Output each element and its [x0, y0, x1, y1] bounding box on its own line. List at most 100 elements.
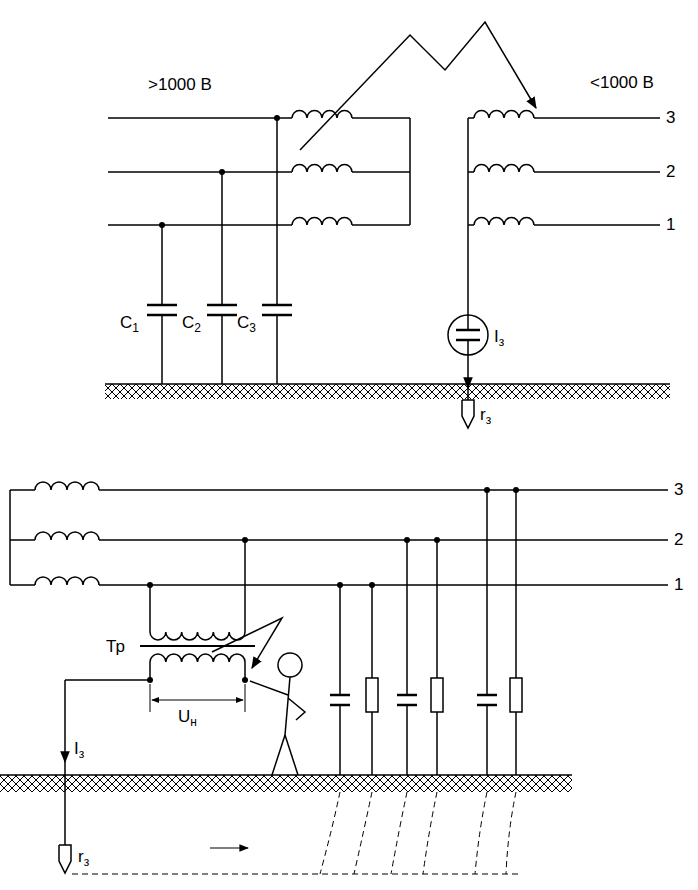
person-figure: [285, 677, 290, 735]
junction-dot: [274, 115, 280, 121]
wire: [221, 315, 223, 384]
schematic-label: Iз: [74, 740, 84, 757]
wire: [468, 171, 474, 173]
wire: [467, 388, 469, 400]
breakdown-fuse: [448, 315, 488, 355]
junction-dot: [369, 582, 375, 588]
wire: [161, 315, 163, 384]
schematic-label: 2: [666, 163, 675, 180]
junction-dot: [242, 677, 248, 683]
leakage-path: [72, 874, 520, 875]
coil-winding: [474, 218, 534, 225]
wire: [150, 684, 151, 712]
capacitor-plate: [262, 304, 292, 307]
junction-dot: [513, 487, 519, 493]
wire: [409, 118, 411, 225]
wire: [534, 117, 660, 119]
wire: [486, 490, 488, 695]
schematic-label: 2: [674, 531, 683, 548]
earth-hatching: [105, 384, 670, 399]
schematic-label: 1: [666, 216, 675, 233]
schematic-label: rз: [78, 848, 89, 865]
breakdown-arrow: [212, 618, 282, 668]
wire: [152, 700, 243, 701]
capacitor-plate: [477, 694, 497, 697]
wire: [276, 315, 278, 384]
wire: [221, 172, 223, 305]
resistor-symbol: [431, 678, 443, 712]
coil-winding: [292, 111, 352, 118]
wire: [534, 171, 660, 173]
schematic-label: >1000 В: [148, 76, 212, 93]
wire: [10, 489, 35, 491]
coil-winding: [150, 632, 245, 640]
wire: [467, 118, 469, 315]
wire: [99, 539, 668, 541]
wire: [468, 117, 474, 119]
person-figure: [278, 653, 302, 677]
junction-dot: [404, 537, 410, 543]
wire: [486, 705, 488, 775]
capacitor-plate: [147, 304, 177, 307]
wire: [339, 705, 341, 775]
schematic-label: Uн: [178, 708, 197, 725]
wire: [371, 712, 373, 775]
earth-hatching: [0, 775, 572, 792]
leakage-path: [354, 792, 372, 874]
wire: [467, 355, 469, 388]
wire: [108, 224, 292, 226]
capacitor-plate: [456, 329, 480, 332]
person-figure: [285, 735, 298, 775]
wire: [371, 585, 373, 678]
person-figure: [250, 681, 288, 695]
leakage-path: [391, 792, 407, 874]
schematic-label: C3: [237, 314, 256, 331]
wire: [10, 539, 35, 541]
leakage-path: [423, 792, 437, 874]
wire: [108, 117, 292, 119]
wire: [468, 224, 474, 226]
junction-dot: [219, 169, 225, 175]
wire: [64, 762, 66, 845]
coil-winding: [292, 165, 352, 173]
leakage-path: [475, 792, 487, 874]
ground-electrode: [59, 845, 71, 873]
coil-winding: [35, 577, 99, 585]
coil-winding: [35, 532, 99, 540]
junction-dot: [434, 537, 440, 543]
resistor-symbol: [510, 678, 522, 712]
wire: [64, 680, 66, 762]
wire: [65, 679, 150, 681]
leakage-path: [506, 792, 516, 874]
schematic-label: Iз: [494, 328, 504, 345]
person-figure: [288, 698, 305, 720]
junction-dot: [159, 222, 165, 228]
schematic-label: C1: [120, 314, 139, 331]
junction-dot: [337, 582, 343, 588]
wire: [161, 225, 163, 305]
schematic-label: C2: [182, 314, 201, 331]
capacitor-plate: [397, 694, 417, 697]
capacitor-plate: [207, 304, 237, 307]
leakage-path: [320, 792, 340, 874]
schematic-label: 1: [674, 576, 683, 593]
schematic-label: <1000 В: [590, 74, 654, 91]
wire: [149, 585, 151, 632]
wire: [406, 705, 408, 775]
coil-winding: [474, 165, 534, 173]
wire: [406, 540, 408, 695]
wire: [210, 847, 248, 848]
wire: [10, 584, 35, 586]
earth-line: [0, 774, 572, 776]
wire: [467, 340, 469, 355]
breakdown-arrow: [300, 22, 536, 150]
wire: [352, 117, 410, 119]
wire: [99, 584, 668, 586]
schematic-label: Тр: [106, 638, 125, 655]
junction-dot: [484, 487, 490, 493]
wire: [436, 712, 438, 775]
junction-dot: [147, 677, 153, 683]
earth-line: [105, 383, 670, 385]
